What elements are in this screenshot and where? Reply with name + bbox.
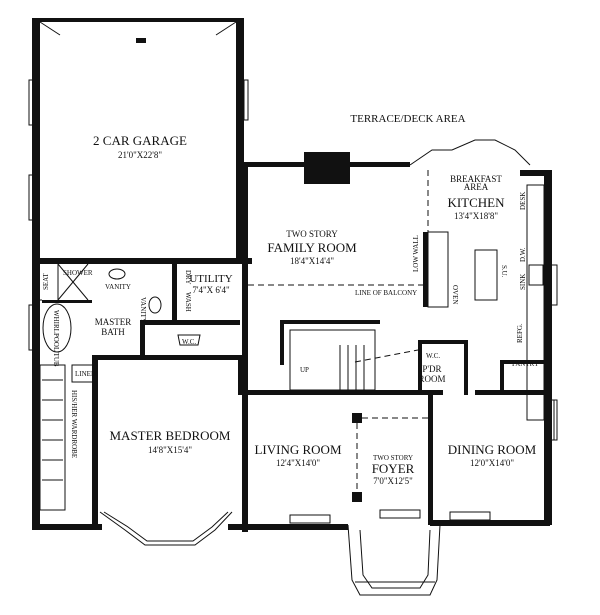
foyer-prefix: TWO STORY bbox=[373, 454, 413, 462]
utility-dims: 7'4"X 6'4" bbox=[192, 285, 230, 295]
wash-label: WASH bbox=[184, 292, 192, 312]
tub-label: WHIRLPOOL TUB bbox=[52, 310, 60, 367]
terrace-label: TERRACE/DECK AREA bbox=[350, 113, 465, 125]
garage-label: 2 CAR GARAGE bbox=[93, 133, 187, 148]
balcony-label: LINE OF BALCONY bbox=[355, 289, 417, 297]
master-bath-label-2: BATH bbox=[101, 327, 125, 337]
linen-label: LINEN bbox=[75, 370, 96, 378]
dw-label: D.W. bbox=[519, 247, 527, 262]
utility-label: UTILITY bbox=[189, 273, 232, 285]
master-bedroom-label: MASTER BEDROOM bbox=[110, 428, 231, 443]
front-walls bbox=[248, 390, 555, 596]
garage bbox=[28, 18, 249, 263]
powder-label: P'DR bbox=[422, 364, 441, 374]
family-prefix: TWO STORY bbox=[286, 229, 338, 239]
pantry-label: PANTRY bbox=[512, 360, 539, 368]
desk-label: DESK bbox=[519, 192, 527, 210]
sink-label: SINK bbox=[519, 274, 527, 290]
foyer-dims: 7'0"X12'5" bbox=[373, 476, 413, 486]
pdr-wc-label: W.C. bbox=[426, 352, 440, 360]
vanity-label-2: VANITY bbox=[139, 297, 147, 323]
low-wall-label: LOW WALL bbox=[412, 235, 420, 272]
shower-label: SHOWER bbox=[63, 269, 93, 277]
foyer-label: FOYER bbox=[372, 461, 415, 476]
breakfast-label-2: AREA bbox=[464, 182, 489, 192]
kitchen-label: KITCHEN bbox=[447, 195, 505, 210]
living-room-label: LIVING ROOM bbox=[254, 442, 341, 457]
wc-label: W.C. bbox=[182, 338, 196, 346]
living-room-dims: 12'4"X14'0" bbox=[276, 458, 320, 468]
kitchen-dims: 13'4"X18'8" bbox=[454, 211, 498, 221]
breakfast-label: BREAKFAST bbox=[450, 174, 502, 184]
family-dims: 18'4"X14'4" bbox=[290, 256, 334, 266]
center-walls bbox=[242, 139, 558, 532]
master-bedroom-dims: 14'8"X15'4" bbox=[148, 445, 192, 455]
garage-dims: 21'0"X22'8" bbox=[118, 150, 162, 160]
seat-label: SEAT bbox=[42, 273, 50, 290]
dining-room-dims: 12'0"X14'0" bbox=[470, 458, 514, 468]
left-wing-walls bbox=[28, 258, 252, 546]
powder-label-2: ROOM bbox=[418, 374, 445, 384]
vanity-label-1: VANITY bbox=[105, 283, 131, 291]
dining-room-label: DINING ROOM bbox=[448, 442, 537, 457]
family-label: FAMILY ROOM bbox=[267, 240, 357, 255]
dry-label: DRY bbox=[184, 270, 192, 284]
wardrobe-label: HIS/HER WARDROBE bbox=[70, 390, 78, 458]
stair-up-label: UP bbox=[300, 366, 309, 374]
refg-label: REFG. bbox=[516, 323, 524, 343]
su-label: S.U. bbox=[500, 265, 508, 278]
master-bath-label: MASTER bbox=[95, 317, 132, 327]
oven-label: OVEN bbox=[451, 285, 459, 304]
